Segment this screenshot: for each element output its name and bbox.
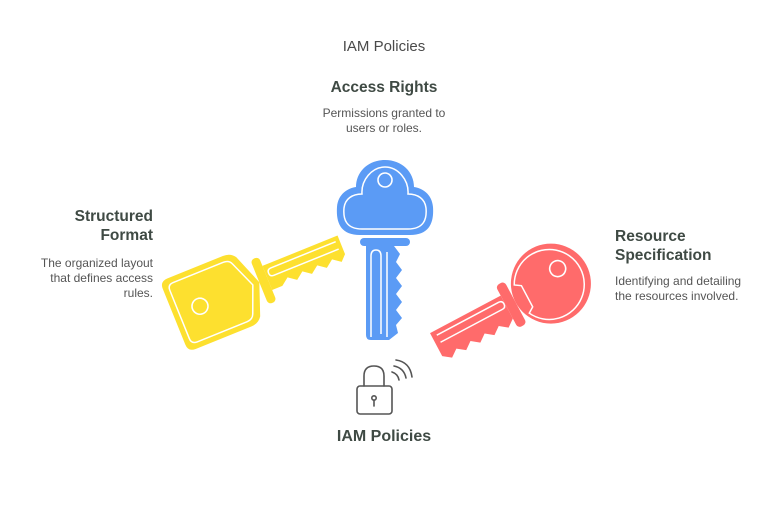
- resource-specification-heading: Resource Specification: [615, 227, 765, 265]
- resource-specification-description: Identifying and detailing the resources …: [615, 274, 765, 304]
- desc-line: users or roles.: [345, 121, 423, 135]
- yellow-key-icon: [161, 235, 346, 350]
- heading-line: Structured: [74, 208, 153, 225]
- desc-line: The organized layout: [40, 256, 153, 270]
- access-rights-block: Access Rights Permissions granted to use…: [284, 78, 484, 136]
- desc-line: rules.: [123, 286, 153, 300]
- access-rights-description: Permissions granted to users or roles.: [284, 106, 484, 136]
- heading-line: Format: [100, 227, 153, 244]
- desc-line: Permissions granted to: [322, 106, 446, 120]
- blue-key-icon: [336, 160, 434, 340]
- heading-line: Specification: [615, 247, 712, 264]
- structured-format-heading: Structured Format: [20, 207, 153, 245]
- padlock-wireless-icon: [356, 359, 413, 415]
- center-label: IAM Policies: [336, 428, 432, 445]
- structured-format-description: The organized layout that defines access…: [20, 256, 153, 301]
- structured-format-block: Structured Format The organized layout t…: [20, 207, 153, 301]
- access-rights-heading: Access Rights: [330, 79, 438, 96]
- diagram-title: IAM Policies: [342, 38, 426, 55]
- desc-line: Identifying and detailing: [615, 274, 742, 288]
- red-key-icon: [430, 243, 591, 358]
- desc-line: the resources involved.: [615, 289, 739, 303]
- desc-line: that defines access: [50, 271, 153, 285]
- resource-specification-block: Resource Specification Identifying and d…: [615, 227, 765, 304]
- heading-line: Resource: [615, 228, 686, 245]
